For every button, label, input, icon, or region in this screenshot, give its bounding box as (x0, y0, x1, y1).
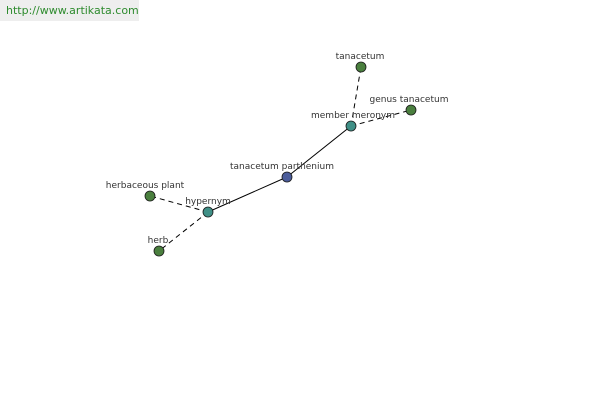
edge-center-member (286, 125, 352, 178)
node-label-herb[interactable]: herb (148, 236, 169, 246)
graph-labels: tanacetum parthenium member meronym hypern… (106, 52, 449, 246)
node-member[interactable] (345, 120, 357, 132)
edge-member-tanacetum (350, 66, 362, 127)
edge-center-hyper (207, 176, 288, 213)
node-label-herbaceous[interactable]: herbaceous plant (106, 181, 185, 191)
edge-hyper-herbaceous (149, 195, 209, 213)
node-label-genus[interactable]: genus tanacetum (370, 95, 449, 105)
graph-edges (149, 66, 412, 252)
node-tanacetum[interactable] (355, 61, 367, 73)
edge-hyper-herb (158, 211, 209, 252)
node-label-center[interactable]: tanacetum parthenium (230, 162, 334, 172)
node-herbaceous[interactable] (144, 190, 156, 202)
url-banner: http://www.artikata.com (0, 0, 139, 21)
node-label-member[interactable]: member meronym (311, 111, 395, 121)
graph-nodes (144, 61, 417, 257)
node-label-hyper[interactable]: hypernym (185, 197, 231, 207)
edge-member-genus (350, 109, 412, 127)
node-label-tanacetum[interactable]: tanacetum (336, 52, 385, 62)
site-url-link[interactable]: http://www.artikata.com (6, 4, 139, 17)
node-genus[interactable] (405, 104, 417, 116)
node-center[interactable] (281, 171, 293, 183)
node-herb[interactable] (153, 245, 165, 257)
node-hyper[interactable] (202, 206, 214, 218)
